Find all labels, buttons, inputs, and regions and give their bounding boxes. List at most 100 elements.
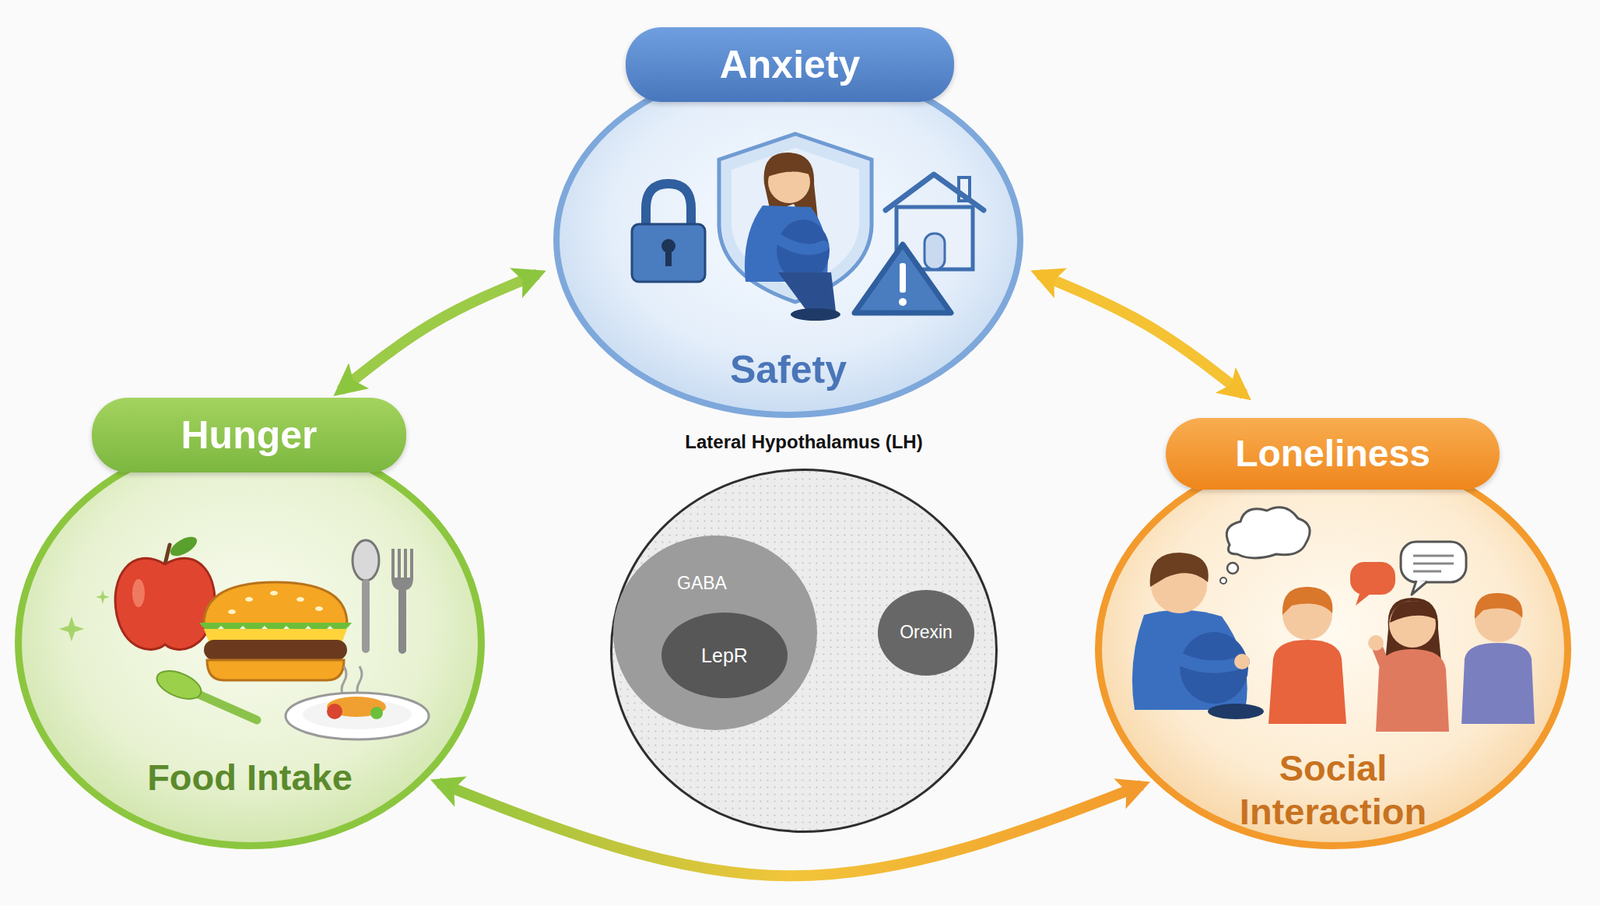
spoon-icon (352, 540, 379, 581)
spoon-icon (153, 665, 206, 705)
circle-outline (18, 439, 482, 846)
dot-texture (612, 470, 996, 831)
shield-icon (719, 133, 872, 302)
category-label: Social Interaction (1216, 743, 1450, 837)
person-figure (1282, 589, 1333, 640)
population-label: LepR (661, 612, 788, 699)
plate-icon (285, 692, 429, 740)
burger-icon (207, 659, 344, 681)
sitting-person (776, 219, 830, 282)
sitting-person (790, 308, 841, 321)
steam-lines (341, 666, 362, 698)
plate-icon (302, 699, 412, 730)
circle-outline (1098, 452, 1569, 846)
apple-icon (167, 533, 200, 561)
lock-icon (631, 183, 706, 282)
brain-region: Lateral Hypothalamus (LH)GABALepROrexin (610, 468, 998, 833)
shield-icon (719, 133, 872, 302)
sitting-person (1150, 557, 1208, 614)
sitting-person (765, 158, 813, 178)
sitting-person (1179, 631, 1249, 704)
person-figure (1368, 597, 1450, 732)
house-icon (885, 174, 984, 211)
person-figure (1389, 600, 1436, 648)
sitting-person (1207, 703, 1264, 720)
category-label: Food Intake (94, 753, 406, 802)
population-blob (877, 589, 975, 676)
sparkle (95, 589, 110, 604)
person-figure (1474, 595, 1522, 643)
shield-icon (731, 147, 860, 288)
category-label: Safety (671, 345, 906, 394)
sitting-person (744, 205, 829, 282)
sitting-person (778, 272, 836, 315)
burger-icon (270, 590, 278, 596)
region-outline (611, 470, 997, 832)
person-figure (1268, 639, 1347, 724)
burger-icon (203, 628, 348, 653)
spoon-icon (198, 694, 257, 720)
lock-icon (631, 224, 706, 282)
person-figure (1282, 586, 1334, 615)
header-pill: Anxiety (625, 27, 955, 102)
speech-bubble (1400, 541, 1467, 583)
lock-icon (665, 247, 672, 267)
sparkle (59, 616, 85, 642)
house-icon (885, 174, 984, 270)
speech-bubble (1350, 541, 1467, 606)
double-arrow (340, 273, 537, 391)
double-arrow (438, 782, 1142, 877)
population-blob (661, 612, 788, 699)
population-label: Orexin (877, 589, 975, 676)
sitting-person (764, 152, 819, 228)
person-figure (1377, 647, 1387, 671)
plate-icon (370, 706, 383, 720)
speech-bubble (1355, 591, 1372, 606)
circle-outline (556, 64, 1021, 415)
burger-icon (203, 582, 348, 625)
burger-icon (199, 622, 352, 632)
neuron-population: GABA LepR (613, 535, 818, 730)
person-figure (1389, 600, 1437, 623)
category-circle: AnxietySafety (553, 61, 1024, 418)
house-icon (958, 177, 970, 201)
population-label: GABA (655, 569, 749, 598)
burger-icon (245, 596, 253, 602)
sitting-person (1150, 552, 1209, 587)
sitting-person (1234, 653, 1250, 670)
burger-icon (199, 582, 352, 681)
sitting-person (744, 152, 841, 321)
speech-bubble (1411, 580, 1428, 595)
plate-icon (326, 703, 343, 720)
burger-icon (296, 596, 305, 602)
person-figure (1375, 649, 1450, 732)
region-title: Lateral Hypothalamus (LH) (531, 426, 1077, 458)
spoon-icon (361, 578, 370, 653)
fork-icon (391, 548, 414, 654)
plate-icon (326, 696, 386, 717)
person-figure (1461, 642, 1535, 724)
plate-icon (285, 692, 429, 740)
apple-icon (115, 533, 215, 650)
neuron-population: LepR (661, 612, 788, 699)
person-figure (1461, 592, 1535, 724)
neuron-population: Orexin (877, 589, 975, 676)
sparkle (59, 589, 110, 642)
population-blob (613, 535, 818, 730)
fork-icon (397, 548, 401, 580)
thought-bubble (1227, 562, 1239, 574)
steam-lines (341, 666, 347, 698)
sitting-person (1132, 552, 1264, 720)
house-icon (924, 233, 945, 270)
fork-icon (398, 587, 407, 654)
person-figure (1368, 635, 1384, 651)
apple-icon (115, 557, 215, 650)
apple-icon (164, 544, 170, 565)
spoon-icon (153, 665, 257, 720)
steam-lines (357, 666, 362, 698)
burger-icon (228, 609, 236, 615)
header-pill: Loneliness (1165, 417, 1500, 490)
thought-bubble (1220, 507, 1310, 584)
fork-icon (391, 577, 414, 590)
circle-outline (1094, 449, 1572, 850)
